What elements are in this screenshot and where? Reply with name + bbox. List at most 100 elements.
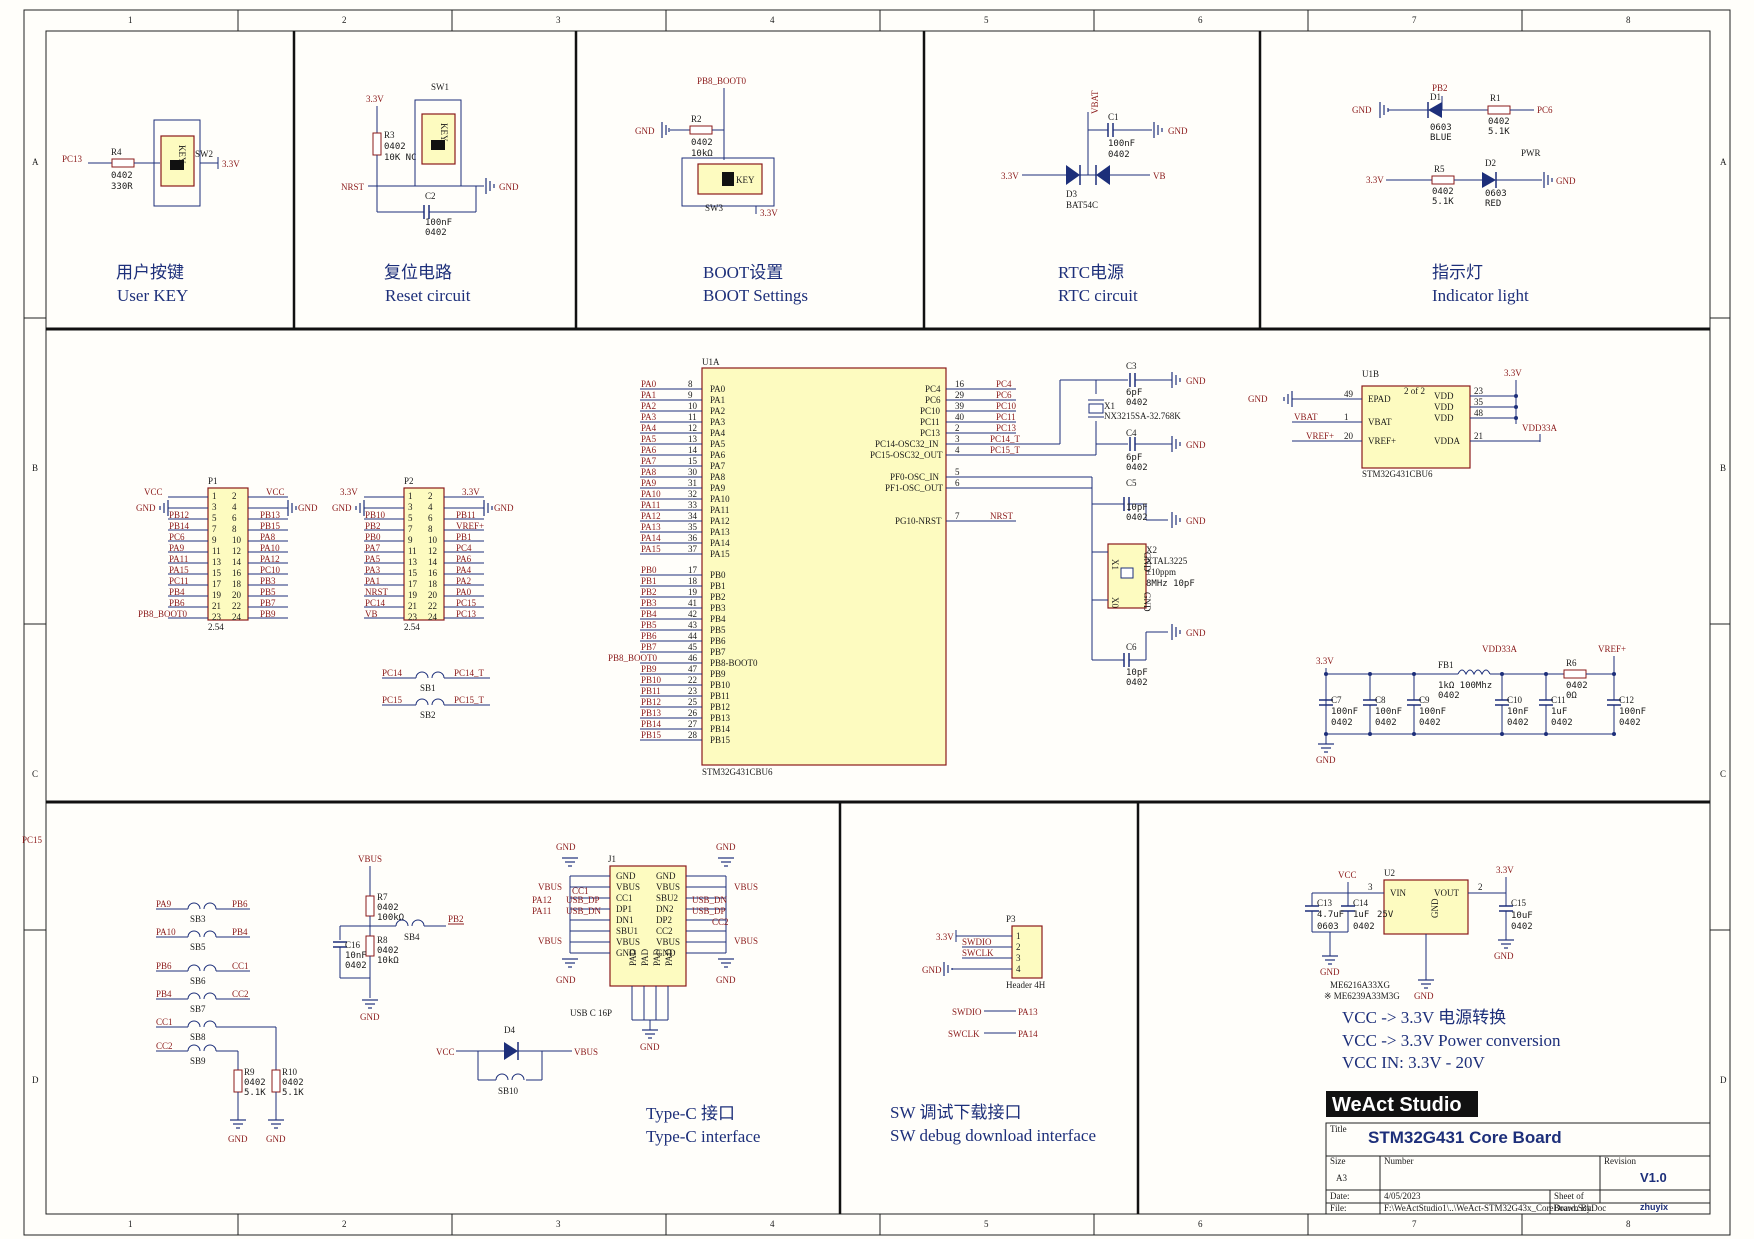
p1-net-l-pa15: PA15: [169, 565, 189, 575]
c16-ref: C16: [345, 940, 361, 950]
mcu-pin-17: 17: [688, 565, 698, 575]
c2-package: 0402: [425, 228, 447, 238]
u1b-body: [1361, 385, 1471, 469]
r10-ref: R10: [282, 1067, 298, 1077]
mcu-pinname-pa8: PA8: [710, 472, 726, 482]
user-key-title-cn: 用户按键: [116, 263, 184, 282]
fb1-package: 0402: [1438, 691, 1460, 701]
frame-side-label: PC15: [22, 835, 43, 845]
p2-pin-16: 16: [428, 568, 438, 578]
swd-title-cn: SW 调试下载接口: [890, 1103, 1021, 1122]
j1-pin-r-3: DN2: [656, 904, 674, 914]
p1-net-top-r: VCC: [266, 487, 285, 497]
mcu-pin-32: 32: [688, 489, 697, 499]
c3-package: 0402: [1126, 398, 1148, 408]
frame-col-bottom-5: 5: [984, 1219, 989, 1229]
net-3v3-ldo: 3.3V: [1496, 865, 1514, 875]
led-d2: [1482, 172, 1496, 188]
j1-pin-r-7: GND: [656, 948, 676, 958]
mcu-pin-44: 44: [688, 631, 698, 641]
r8-ref: R8: [377, 935, 388, 945]
c3-value: 6pF: [1126, 388, 1142, 398]
x2-package: XTAL3225: [1146, 556, 1188, 566]
jumper-sb3: [187, 902, 217, 910]
sw3-key-label: KEY: [736, 175, 755, 185]
frame-col-top-2: 2: [342, 15, 347, 25]
j1-pin-l-3: DP1: [616, 904, 632, 914]
rtc-title-en: RTC circuit: [1058, 286, 1138, 305]
mcu-pinname-pb15: PB15: [710, 735, 731, 745]
boot-title-en: BOOT Settings: [703, 286, 808, 305]
dec-c11-ref: C11: [1551, 695, 1566, 705]
p2-pin-11: 11: [408, 546, 417, 556]
u1b-net-vref+: VREF+: [1306, 431, 1334, 441]
usb-jmp-net-out-0: PB6: [232, 899, 248, 909]
svg-text:3: 3: [1016, 953, 1021, 963]
c3-ref: C3: [1126, 361, 1137, 371]
net-pb2-led: PB2: [1432, 83, 1448, 93]
usb-cc-gnd-4: GND: [266, 1134, 286, 1144]
dec-c8-value: 100nF: [1375, 707, 1402, 717]
usb-jmp-ref-3: SB7: [190, 1004, 206, 1014]
mcu-pinname-pb4: PB4: [710, 614, 726, 624]
mcu-pin-8: 8: [688, 379, 693, 389]
j1-pin-r-1: VBUS: [656, 882, 680, 892]
net-gnd-rtc: GND: [1168, 126, 1188, 136]
p1-net-gnd-l: GND: [136, 503, 156, 513]
mcu-pin-45: 45: [688, 642, 698, 652]
net-gnd-ldo: GND: [1414, 991, 1434, 1001]
net-pc13: PC13: [62, 154, 83, 164]
p1-net-l-pc11: PC11: [169, 576, 189, 586]
mcu-pin-r-2: 2: [955, 423, 960, 433]
r9-value: 5.1K: [244, 1088, 266, 1098]
p1-pin-11: 11: [212, 546, 221, 556]
power-title-en: VCC -> 3.3V Power conversion: [1342, 1031, 1561, 1050]
mcu-pin-r2-5: 5: [955, 467, 960, 477]
net-pa14-swd: PA14: [1018, 1029, 1038, 1039]
mcu-pin-10: 10: [688, 401, 698, 411]
mcu-pin-r-3: 3: [955, 434, 960, 444]
r3-ref: R3: [384, 130, 395, 140]
mcu-pin-43: 43: [688, 620, 698, 630]
mcu-pin-nrst: 7: [955, 511, 960, 521]
usb-jmp-ref-4: SB8: [190, 1032, 206, 1042]
p1-pin-3: 3: [212, 502, 217, 512]
u2-pin-3: 3: [1368, 882, 1373, 892]
date-label: Date:: [1330, 1191, 1350, 1201]
mcu-pinname-pb5: PB5: [710, 625, 726, 635]
jumper-sb7: [187, 992, 217, 1000]
p2-pin-8: 8: [428, 524, 433, 534]
rtc-title-cn: RTC电源: [1058, 263, 1124, 282]
sb-ref-0: SB1: [420, 683, 436, 693]
r7-package: 0402: [377, 903, 399, 913]
net-nrst-reset: NRST: [341, 182, 365, 192]
mcu-pinname-pa0: PA0: [710, 384, 726, 394]
dec-c11-package: 0402: [1551, 718, 1573, 728]
r7-value: 100kΩ: [377, 913, 405, 923]
diode-d3b: [1096, 165, 1110, 185]
resistor-r10: [271, 1069, 281, 1093]
p2-net-r-pa6: PA6: [456, 554, 472, 564]
j1-package: USB C 16P: [570, 1008, 612, 1018]
mcu-pinname-pb13: PB13: [710, 713, 731, 723]
u1b-pin-l-20: 20: [1344, 431, 1354, 441]
p1-pin-20: 20: [232, 590, 242, 600]
u1b-pin-l-49: 49: [1344, 389, 1354, 399]
jumper-sb10: [495, 1073, 525, 1081]
p2-pin-17: 17: [408, 579, 418, 589]
mcu-pinname-pa15: PA15: [710, 549, 730, 559]
p2-pin-5: 5: [408, 513, 413, 523]
r4-ref: R4: [111, 147, 122, 157]
mcu-pinname-r2-0: PF0-OSC_IN: [890, 472, 940, 482]
mcu-pin-23: 23: [688, 686, 698, 696]
ldo-part-primary: ME6216A33XG: [1330, 980, 1390, 990]
mcu-pinname-pb1: PB1: [710, 581, 726, 591]
p1-net-r-pa12: PA12: [260, 554, 280, 564]
net-vcc-ldo: VCC: [1338, 870, 1357, 880]
mcu-pin-19: 19: [688, 587, 698, 597]
p1-net-l-pb14: PB14: [169, 521, 190, 531]
x2-frequency: 8MHz 10pF: [1146, 579, 1195, 589]
p1-net-gnd-r: GND: [298, 503, 318, 513]
r5-ref: R5: [1434, 164, 1445, 174]
power-input-range: VCC IN: 3.3V - 20V: [1342, 1053, 1485, 1072]
